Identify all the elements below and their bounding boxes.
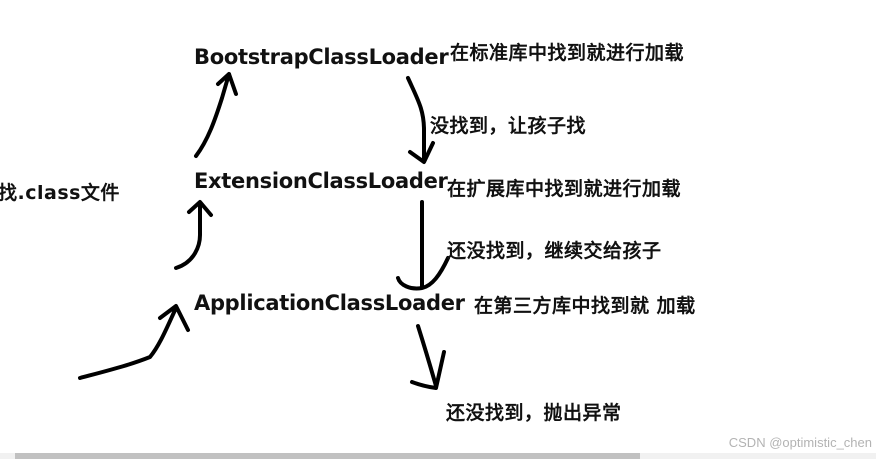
arrow-up-to-bootstrap — [194, 72, 238, 158]
arrow-down-to-exception — [410, 324, 446, 390]
arrow-down-to-extension — [406, 76, 435, 164]
application-classloader-label: ApplicationClassLoader — [194, 291, 465, 315]
scrollbar-thumb[interactable] — [15, 453, 640, 459]
arrow-up-to-extension — [174, 200, 213, 270]
down-note-3: 还没找到，抛出异常 — [446, 402, 622, 424]
watermark: CSDN @optimistic_chen — [728, 435, 872, 450]
bootstrap-classloader-label: BootstrapClassLoader — [194, 45, 449, 69]
down-note-2: 还没找到，继续交给孩子 — [447, 240, 662, 262]
bootstrap-note: 在标准库中找到就进行加载 — [450, 42, 685, 64]
horizontal-scrollbar[interactable] — [0, 453, 876, 459]
find-class-file-label: 找.class文件 — [0, 182, 120, 204]
arrow-down-to-application — [396, 200, 450, 291]
extension-classloader-label: ExtensionClassLoader — [194, 169, 448, 193]
arrow-up-to-application — [78, 304, 190, 380]
extension-note: 在扩展库中找到就进行加载 — [447, 178, 682, 200]
down-note-1: 没找到，让孩子找 — [430, 115, 587, 137]
application-note: 在第三方库中找到就 加载 — [474, 295, 696, 317]
